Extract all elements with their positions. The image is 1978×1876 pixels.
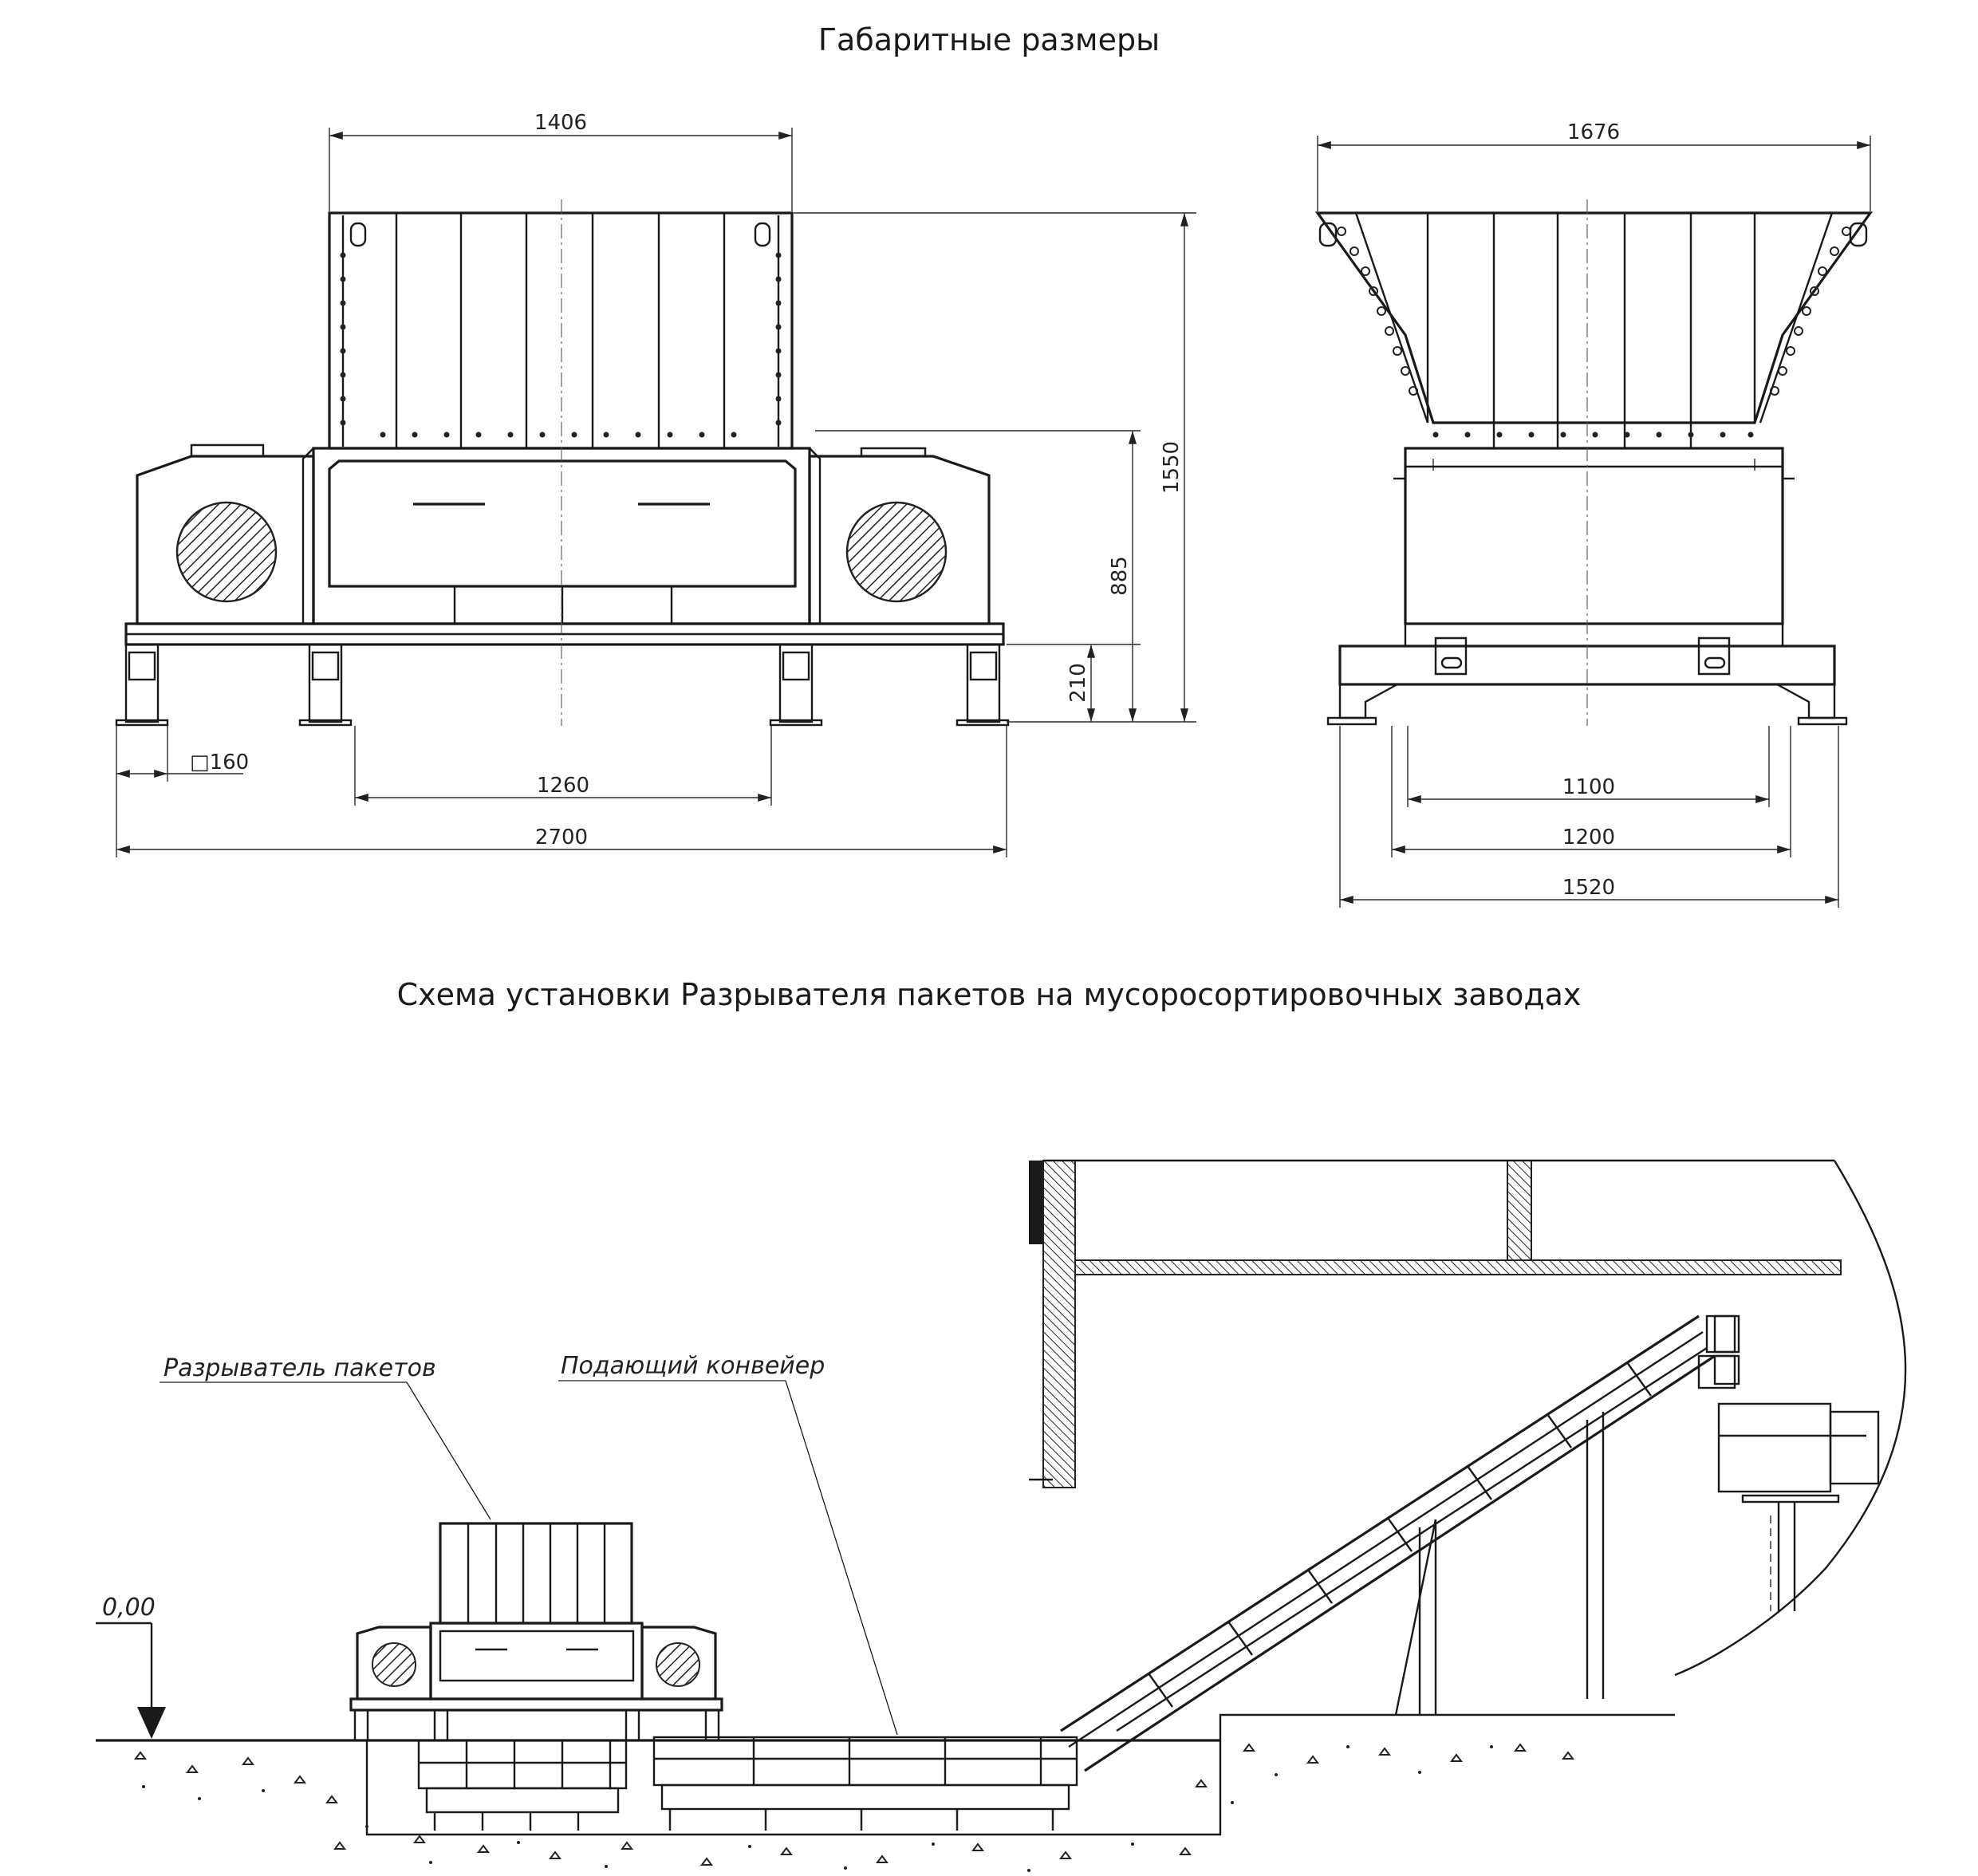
installation-scheme: 0,00 Разрыватель пакетов Подающий конвей… (96, 1159, 1907, 1872)
dim-1676: 1676 (1567, 120, 1620, 144)
dim-leg-size: □160 (190, 751, 249, 774)
dim-1260: 1260 (537, 774, 589, 798)
title-installation: Схема установки Разрывателя пакетов на м… (396, 977, 1582, 1012)
dim-1100: 1100 (1562, 775, 1615, 799)
discharge-conveyor (417, 1739, 628, 1831)
label-feed-conveyor: Подающий конвейер (561, 1352, 825, 1380)
feed-conveyor (652, 1736, 1078, 1831)
incline-conveyor (1060, 1314, 1736, 1772)
dim-1520: 1520 (1562, 876, 1615, 900)
dim-885: 885 (1108, 556, 1132, 596)
dim-2700: 2700 (535, 826, 588, 849)
front-right-motor-fan (845, 501, 948, 603)
label-level-mark: 0,00 (102, 1594, 156, 1622)
front-hopper (328, 211, 794, 450)
front-left-motor-fan (175, 501, 278, 603)
dim-1200: 1200 (1562, 826, 1615, 849)
dim-210: 210 (1066, 663, 1090, 703)
building-floor-slab (1074, 1259, 1842, 1275)
title-dimensions: Габаритные размеры (818, 22, 1160, 57)
side-view: 1676 1100 1200 1520 (1314, 120, 1874, 908)
side-body (1404, 447, 1784, 625)
front-legs (115, 643, 1010, 727)
front-left-motor-box (136, 455, 315, 625)
building-wall-top (1029, 1161, 1043, 1244)
front-right-motor-box (808, 455, 991, 625)
side-hopper (1314, 211, 1874, 424)
dim-1406: 1406 (534, 111, 587, 135)
installed-bag-opener (349, 1522, 723, 1742)
front-view: 1406 1550 885 210 □160 1260 2700 (115, 111, 1196, 857)
dim-1550: 1550 (1160, 441, 1184, 494)
label-bag-opener: Разрыватель пакетов (164, 1354, 436, 1382)
building-wall (1042, 1160, 1076, 1488)
